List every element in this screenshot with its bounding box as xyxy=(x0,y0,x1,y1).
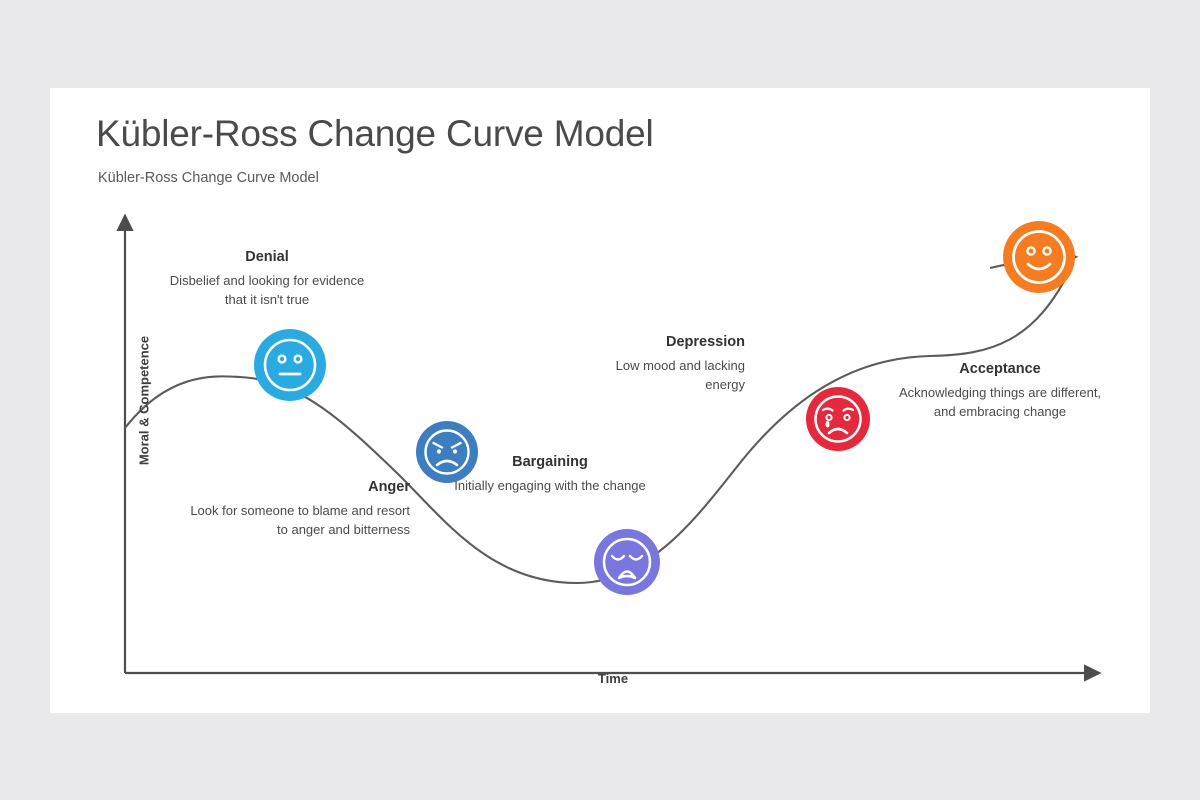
stage-label-depression: Depression Low mood and lacking energy xyxy=(595,333,745,394)
page-subtitle: Kübler-Ross Change Curve Model xyxy=(98,170,319,186)
stage-marker-bargaining[interactable] xyxy=(593,528,661,596)
x-axis-label: Time xyxy=(597,671,629,686)
stage-marker-depression[interactable] xyxy=(805,386,871,452)
stage-marker-anger[interactable] xyxy=(415,420,479,484)
stage-label-denial: Denial Disbelief and looking for evidenc… xyxy=(162,248,372,309)
stage-description-bargaining: Initially engaging with the change xyxy=(454,478,646,494)
stage-description-denial: Disbelief and looking for evidence that … xyxy=(169,273,365,307)
stage-title-denial: Denial xyxy=(245,249,289,265)
page-title: Kübler-Ross Change Curve Model xyxy=(96,113,654,154)
stage-marker-denial[interactable] xyxy=(253,328,327,402)
stage-description-depression: Low mood and lacking energy xyxy=(615,358,745,392)
stage-title-anger: Anger xyxy=(368,479,410,495)
stage-title-bargaining: Bargaining xyxy=(512,454,588,470)
stage-marker-acceptance[interactable] xyxy=(1002,220,1076,294)
y-axis-label: Moral & Competence xyxy=(136,335,152,466)
stage-description-acceptance: Acknowledging things are different, and … xyxy=(898,385,1102,419)
stage-description-anger: Look for someone to blame and resort to … xyxy=(190,503,410,537)
slide-canvas: Kübler-Ross Change Curve Model Kübler-Ro… xyxy=(50,88,1150,713)
stage-label-bargaining: Bargaining Initially engaging with the c… xyxy=(440,453,660,496)
change-curve-chart: Moral & Competence Time xyxy=(50,88,1150,713)
stage-title-acceptance: Acceptance xyxy=(959,361,1041,377)
stage-label-anger: Anger Look for someone to blame and reso… xyxy=(190,478,410,539)
stage-title-depression: Depression xyxy=(666,334,745,350)
stage-label-acceptance: Acceptance Acknowledging things are diff… xyxy=(890,360,1110,421)
